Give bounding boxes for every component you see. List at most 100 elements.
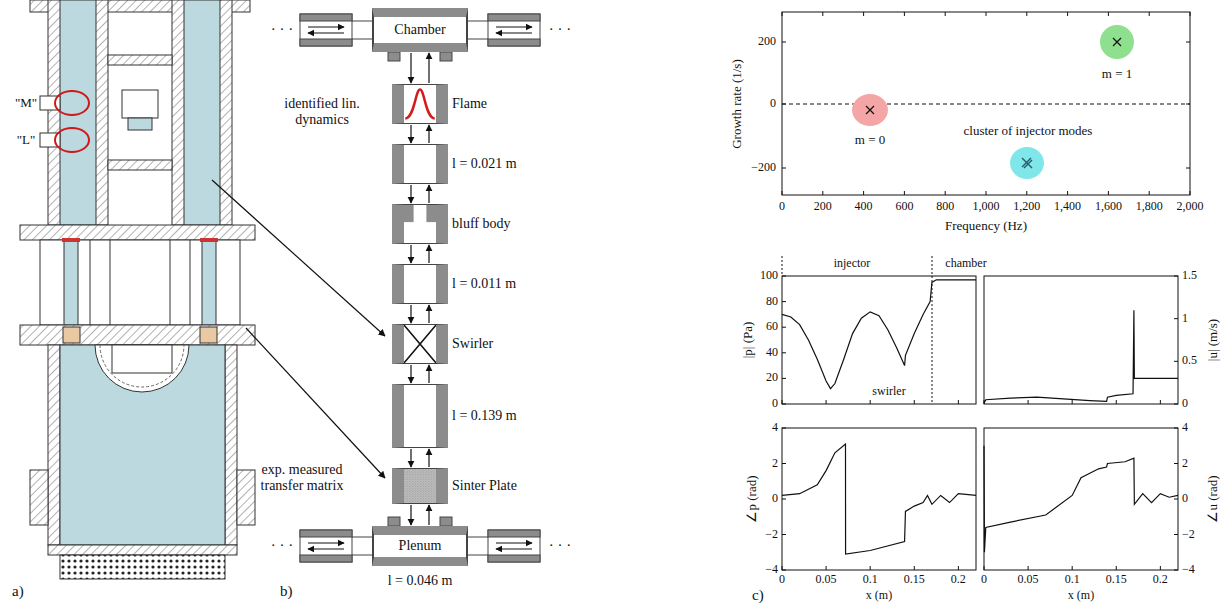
axis-title: x (m) bbox=[1068, 589, 1094, 603]
combustor-drawing bbox=[20, 0, 255, 579]
combustor-drawing bbox=[100, 345, 184, 387]
combustor-drawing bbox=[60, 555, 225, 579]
tick-mark bbox=[1116, 400, 1117, 404]
tick-mark bbox=[863, 191, 864, 195]
combustor-drawing bbox=[30, 470, 48, 525]
combustor-drawing bbox=[122, 90, 158, 118]
axis-title: |u| (m/s) bbox=[1206, 319, 1221, 361]
eigenvalue-plot bbox=[1022, 158, 1032, 168]
combustor-drawing bbox=[40, 240, 240, 325]
tick-mark bbox=[986, 191, 987, 195]
tick-mark bbox=[945, 191, 946, 195]
panel-leader-arrows bbox=[246, 328, 385, 478]
side-duct-waves bbox=[496, 542, 532, 543]
tick-mark bbox=[822, 191, 823, 195]
sensor-marks bbox=[55, 91, 89, 152]
chamber-box: Chamber bbox=[372, 8, 468, 52]
tick-label: 0.15 bbox=[904, 573, 925, 587]
tick-mark bbox=[1186, 42, 1190, 43]
side-ducts bbox=[300, 14, 352, 21]
tick-label: −200 bbox=[751, 161, 776, 175]
tick-mark bbox=[904, 12, 905, 16]
tick-mark bbox=[986, 12, 987, 16]
tick-mark bbox=[1149, 12, 1150, 16]
tick-label: −4 bbox=[765, 563, 778, 577]
side-ducts bbox=[300, 14, 352, 46]
tick-mark bbox=[782, 42, 786, 43]
box-label: Plenum bbox=[399, 538, 442, 554]
element-label: Swirler bbox=[452, 336, 493, 352]
combustor-drawing bbox=[200, 238, 218, 242]
tick-label: 1,800 bbox=[1136, 200, 1163, 214]
tick-label: −2 bbox=[765, 528, 778, 542]
side-ducts bbox=[440, 52, 452, 61]
axis-title: ∠u (rad) bbox=[1206, 475, 1221, 522]
flame-symbol bbox=[405, 90, 434, 119]
bluff-symbol bbox=[404, 205, 436, 243]
tick-label: 0 bbox=[772, 492, 778, 506]
connector-line bbox=[410, 365, 411, 383]
tick-label: 1,200 bbox=[1013, 200, 1040, 214]
tick-label: 1.5 bbox=[1182, 269, 1197, 283]
side-ducts bbox=[488, 530, 540, 562]
connector-line bbox=[410, 305, 411, 323]
tick-mark bbox=[1072, 400, 1073, 404]
wave-connector bbox=[411, 125, 429, 143]
region-label: chamber bbox=[945, 257, 986, 271]
mode-shape-axes bbox=[782, 256, 783, 276]
tick-mark bbox=[782, 12, 783, 16]
mode-shape-axes bbox=[782, 276, 976, 404]
connector-line bbox=[428, 185, 429, 203]
flame-symbol bbox=[404, 85, 436, 123]
continuation-dots: · · · bbox=[271, 537, 294, 554]
side-duct-waves bbox=[308, 26, 344, 27]
tick-mark bbox=[826, 566, 827, 570]
tick-label: 0 bbox=[772, 397, 778, 411]
element-label: l = 0.139 m bbox=[452, 408, 517, 424]
annotation: identified lin. dynamics bbox=[279, 96, 365, 128]
flame-box: Flame bbox=[392, 84, 448, 124]
side-ducts bbox=[466, 537, 488, 538]
connector-line bbox=[428, 449, 429, 467]
tick-mark bbox=[1160, 400, 1161, 404]
combustor-drawing bbox=[20, 325, 255, 345]
side-ducts bbox=[488, 39, 540, 46]
tick-mark bbox=[822, 12, 823, 16]
wave-connector bbox=[411, 185, 429, 203]
region-label: injector bbox=[834, 257, 871, 271]
tick-mark bbox=[958, 566, 959, 570]
tick-mark bbox=[782, 301, 786, 302]
connector-line bbox=[410, 505, 411, 525]
connector-line bbox=[410, 125, 411, 143]
wave-connector bbox=[411, 365, 429, 383]
tick-label: 0.2 bbox=[951, 573, 966, 587]
side-duct-waves bbox=[496, 26, 532, 27]
panel-letter: c) bbox=[752, 587, 764, 604]
connector-line bbox=[428, 505, 429, 525]
axis-title: x (m) bbox=[866, 589, 892, 603]
eigenvalue-plot bbox=[782, 104, 1190, 105]
tick-mark bbox=[1028, 566, 1029, 570]
duct-box: l = 0.139 m bbox=[392, 384, 448, 448]
side-ducts bbox=[466, 21, 488, 22]
tick-label: 1,400 bbox=[1054, 200, 1081, 214]
sinter-symbol bbox=[404, 469, 436, 503]
tick-label: 0 bbox=[779, 200, 785, 214]
panel-letter: a) bbox=[12, 583, 24, 600]
combustor-drawing bbox=[200, 327, 217, 343]
sinter-plate-box: Sinter Plate bbox=[392, 468, 448, 504]
side-ducts bbox=[300, 555, 352, 562]
tick-mark bbox=[782, 191, 783, 195]
box-label: Chamber bbox=[394, 22, 445, 38]
connector-line bbox=[428, 245, 429, 263]
eigenvalue-plot bbox=[782, 12, 1190, 195]
tick-label: 200 bbox=[758, 35, 776, 49]
mode-shape-axes bbox=[984, 428, 1178, 570]
mode-label: cluster of injector modes bbox=[964, 124, 1093, 139]
combustor-drawing bbox=[48, 0, 108, 225]
tick-label: 4 bbox=[772, 421, 778, 435]
element-label: l = 0.011 m bbox=[452, 276, 516, 292]
side-ducts bbox=[300, 39, 352, 46]
bluff-body-box: bluff body bbox=[392, 204, 448, 244]
tick-mark bbox=[782, 499, 786, 500]
